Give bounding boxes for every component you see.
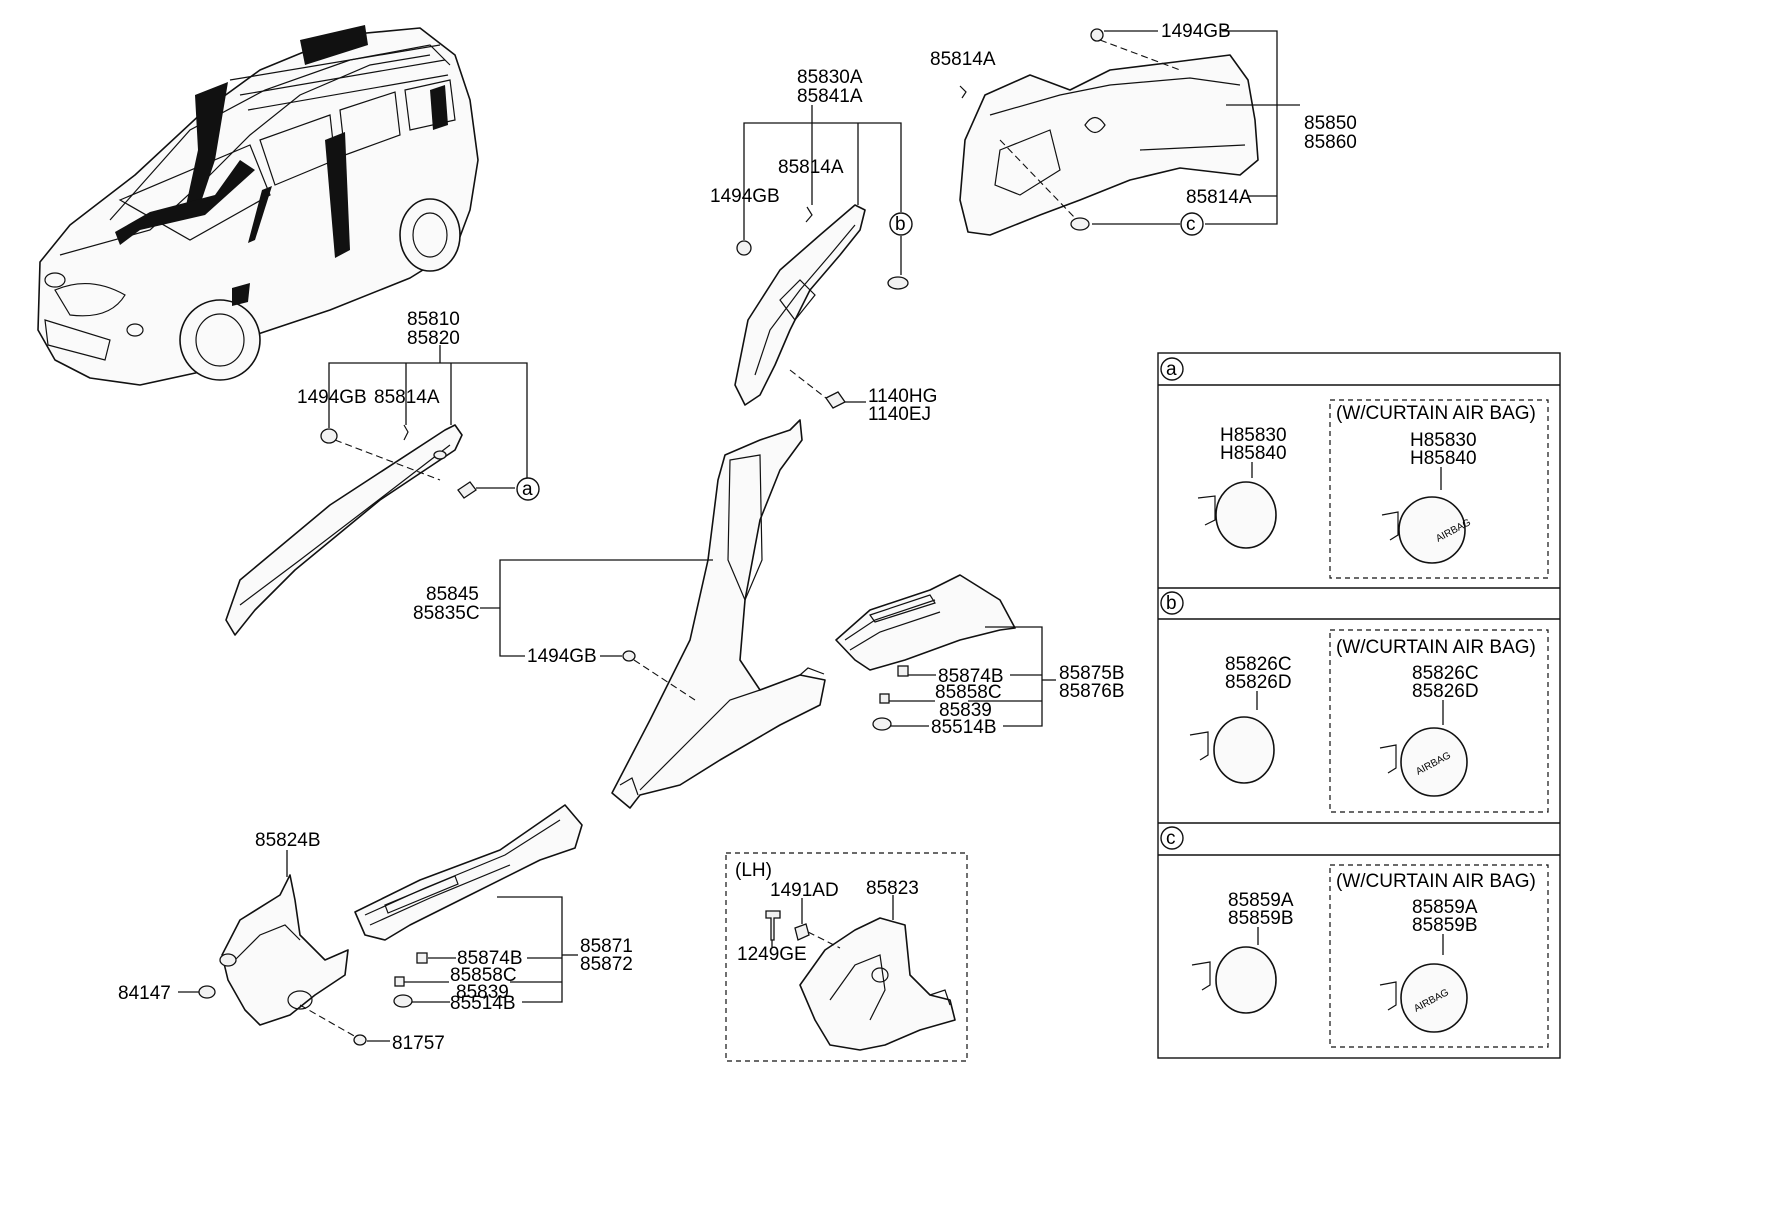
rear-scuff-trim	[835, 574, 1016, 731]
legend-b-part1-airbag: 85826C	[1412, 663, 1479, 684]
label-1494gb-top: 1494GB	[1161, 21, 1231, 42]
legend-c-part2-airbag: 85859B	[1412, 915, 1478, 936]
label-85814a-b: 85814A	[778, 157, 844, 178]
label-85514b-r: 85514B	[931, 717, 997, 738]
label-85858c-l: 85858C	[450, 965, 517, 986]
label-1491ad: 1491AD	[770, 880, 839, 901]
legend-a-part1: H85830	[1220, 425, 1287, 446]
legend-a-part2-airbag: H85840	[1410, 448, 1477, 469]
legend-tag-c: c	[1166, 828, 1176, 849]
svg-text:a: a	[522, 479, 533, 500]
legend-b-part1: 85826C	[1225, 654, 1292, 675]
legend-b-part2: 85826D	[1225, 672, 1292, 693]
label-85839-r: 85839	[939, 700, 992, 721]
rear-scuff-leaders	[889, 626, 1056, 727]
label-85810: 85810	[407, 309, 460, 330]
svg-text:b: b	[895, 214, 906, 235]
label-85814a-r: 85814A	[1186, 187, 1252, 208]
front-scuff-trim	[354, 804, 583, 1008]
label-84147: 84147	[118, 983, 171, 1004]
b-pillar-upper-leaders	[743, 105, 902, 403]
a-pillar-trim	[225, 424, 477, 636]
label-85814a-top: 85814A	[930, 49, 996, 70]
legend-b-curtain: (W/CURTAIN AIR BAG)	[1336, 637, 1536, 658]
callout-a: a	[516, 477, 540, 501]
label-85876b: 85876B	[1059, 681, 1125, 702]
legend-a-part2: H85840	[1220, 443, 1287, 464]
label-85839-l: 85839	[456, 982, 509, 1003]
callout-b: b	[889, 212, 913, 236]
legend-tag-b: b	[1166, 593, 1177, 614]
legend-c-part1: 85859A	[1228, 890, 1294, 911]
label-85514b-l: 85514B	[450, 993, 516, 1014]
label-1494gb-c: 1494GB	[527, 646, 597, 667]
label-1249ge: 1249GE	[737, 944, 807, 965]
label-lh: (LH)	[735, 860, 772, 881]
lh-detail-box: (LH)	[725, 852, 968, 1062]
label-85824b: 85824B	[255, 830, 321, 851]
label-1140ej: 1140EJ	[868, 404, 931, 425]
quarter-trim-leaders	[999, 30, 1300, 225]
legend-b-part2-airbag: 85826D	[1412, 681, 1479, 702]
label-1494gb-b: 1494GB	[710, 186, 780, 207]
label-85871: 85871	[580, 936, 633, 957]
vehicle-illustration	[37, 25, 479, 386]
b-pillar-lower-leaders	[480, 559, 713, 701]
legend-panel: a H85830 H85840 (W/CURTAIN AIR BAG) H858…	[1157, 352, 1561, 1059]
legend-tag-a: a	[1166, 359, 1177, 380]
label-85860: 85860	[1304, 132, 1357, 153]
legend-c-part2: 85859B	[1228, 908, 1294, 929]
label-85820: 85820	[407, 328, 460, 349]
legend-c-part1-airbag: 85859A	[1412, 897, 1478, 918]
label-85823: 85823	[866, 878, 919, 899]
cowl-side-trim	[198, 874, 367, 1046]
svg-text:c: c	[1186, 214, 1196, 235]
label-85835c: 85835C	[413, 603, 480, 624]
b-pillar-lower-trim	[611, 419, 826, 809]
callout-c: c	[1180, 212, 1204, 236]
b-pillar-upper-trim	[734, 204, 909, 409]
label-85850: 85850	[1304, 113, 1357, 134]
label-85858c-r: 85858C	[935, 682, 1002, 703]
label-85875b: 85875B	[1059, 663, 1125, 684]
label-85841a: 85841A	[797, 86, 863, 107]
label-85874b-l: 85874B	[457, 948, 523, 969]
label-85814a-a: 85814A	[374, 387, 440, 408]
label-85845: 85845	[426, 584, 479, 605]
front-scuff-leaders	[404, 896, 578, 1003]
legend-a-curtain: (W/CURTAIN AIR BAG)	[1336, 403, 1536, 424]
label-85830a: 85830A	[797, 67, 863, 88]
a-pillar-leaders	[328, 345, 528, 489]
label-1494gb-a: 1494GB	[297, 387, 367, 408]
label-81757: 81757	[392, 1033, 445, 1054]
label-85872: 85872	[580, 954, 633, 975]
cowl-side-leaders	[178, 850, 390, 1042]
legend-a-part1-airbag: H85830	[1410, 430, 1477, 451]
legend-c-curtain: (W/CURTAIN AIR BAG)	[1336, 871, 1536, 892]
quarter-trim	[959, 28, 1259, 236]
label-1140hg: 1140HG	[868, 386, 937, 407]
label-85874b-r: 85874B	[938, 666, 1004, 687]
